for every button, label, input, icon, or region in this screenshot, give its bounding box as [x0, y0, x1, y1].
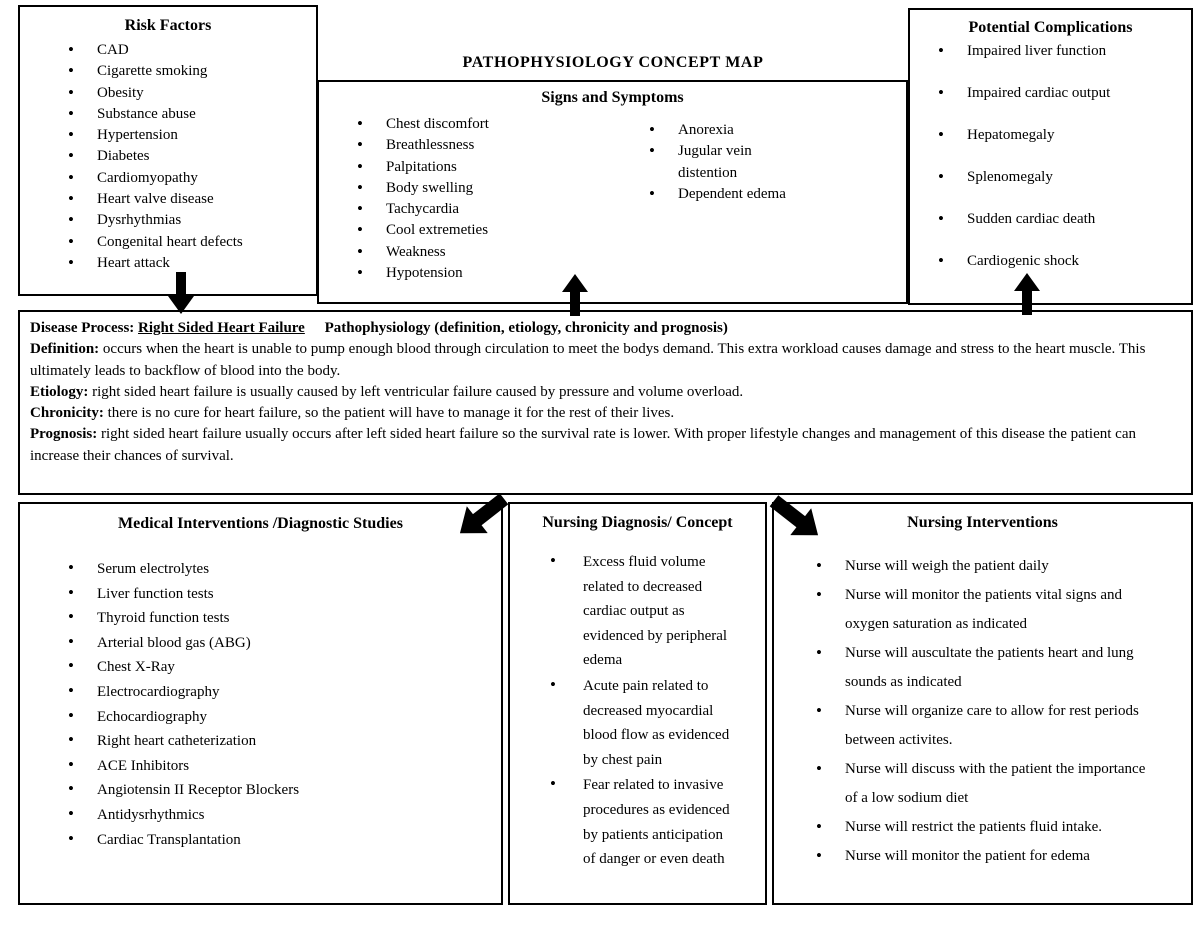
disease-section: Prognosis: right sided heart failure usu… [30, 426, 1136, 464]
arrow-down-icon [168, 272, 194, 314]
medical-interventions-box: Medical Interventions /Diagnostic Studie… [18, 502, 503, 905]
signs-symptoms-box: Signs and Symptoms Chest discomfortBreat… [317, 80, 908, 304]
list-item: Hypertension [66, 124, 316, 146]
nursing-diagnosis-list: Excess fluid volume related to decreased… [548, 549, 730, 872]
list-item: Antidysrhythmics [66, 802, 501, 828]
disease-process-label: Disease Process: [30, 320, 135, 336]
list-item: Echocardiography [66, 704, 501, 730]
list-item: Fear related to invasive procedures as e… [548, 772, 730, 871]
medical-interventions-list: Serum electrolytesLiver function testsTh… [66, 556, 501, 853]
list-item: Excess fluid volume related to decreased… [548, 549, 730, 673]
nursing-diagnosis-box: Nursing Diagnosis/ Concept Excess fluid … [508, 502, 767, 905]
list-item: Serum electrolytes [66, 556, 501, 582]
list-item: Nurse will restrict the patients fluid i… [814, 812, 1156, 842]
list-item: Heart attack [66, 252, 316, 274]
disease-section: Etiology: right sided heart failure is u… [30, 383, 744, 400]
signs-symptoms-list-right: AnorexiaJugular vein distentionDependent… [647, 119, 807, 205]
arrow-down-right-icon [763, 487, 828, 548]
potential-complications-list: Impaired liver functionImpaired cardiac … [936, 40, 1191, 272]
list-item: Cardiomyopathy [66, 167, 316, 189]
list-item: Nurse will auscultate the patients heart… [814, 638, 1156, 697]
risk-factors-box: Risk Factors CADCigarette smokingObesity… [18, 5, 318, 296]
list-item: Weakness [355, 241, 489, 263]
list-item: Nurse will discuss with the patient the … [814, 754, 1156, 813]
list-item: Acute pain related to decreased myocardi… [548, 673, 730, 772]
disease-process-title-line: Disease Process: Right Sided Heart Failu… [30, 318, 1181, 339]
list-item: Arterial blood gas (ABG) [66, 630, 501, 656]
list-item: Nurse will monitor the patient for edema [814, 841, 1156, 871]
potential-complications-box: Potential Complications Impaired liver f… [908, 8, 1193, 305]
list-item: Hepatomegaly [936, 124, 1191, 146]
nursing-diagnosis-heading: Nursing Diagnosis/ Concept [542, 514, 733, 531]
list-item: Liver function tests [66, 581, 501, 607]
list-item: Breathlessness [355, 134, 489, 156]
disease-name: Right Sided Heart Failure [138, 320, 305, 336]
list-item: Thyroid function tests [66, 605, 501, 631]
signs-symptoms-heading: Signs and Symptoms [541, 89, 684, 106]
list-item: Electrocardiography [66, 679, 501, 705]
list-item: Nurse will weigh the patient daily [814, 551, 1156, 581]
page-title: PATHOPHYSIOLOGY CONCEPT MAP [462, 54, 764, 71]
list-item: Nurse will monitor the patients vital si… [814, 580, 1156, 639]
list-item: Sudden cardiac death [936, 208, 1191, 230]
nursing-interventions-box: Nursing Interventions Nurse will weigh t… [772, 502, 1193, 905]
nursing-interventions-list: Nurse will weigh the patient dailyNurse … [814, 551, 1156, 871]
arrow-up-icon [562, 274, 588, 316]
pathophysiology-label: Pathophysiology (definition, etiology, c… [324, 320, 728, 336]
list-item: Cool extremeties [355, 219, 489, 241]
list-item: Dysrhythmias [66, 209, 316, 231]
disease-process-box: Disease Process: Right Sided Heart Failu… [18, 310, 1193, 495]
list-item: Heart valve disease [66, 188, 316, 210]
list-item: Cigarette smoking [66, 60, 316, 82]
list-item: Hypotension [355, 262, 489, 284]
list-item: Tachycardia [355, 198, 489, 220]
list-item: Impaired liver function [936, 40, 1191, 62]
list-item: Body swelling [355, 177, 489, 199]
list-item: Substance abuse [66, 103, 316, 125]
arrow-up-icon [1014, 273, 1040, 315]
list-item: Jugular vein distention [647, 140, 807, 184]
list-item: Nurse will organize care to allow for re… [814, 696, 1156, 755]
signs-symptoms-list-left: Chest discomfortBreathlessnessPalpitatio… [355, 113, 489, 284]
disease-section: Definition: occurs when the heart is una… [30, 341, 1146, 379]
list-item: Dependent edema [647, 183, 807, 205]
disease-process-sections: Definition: occurs when the heart is una… [30, 339, 1181, 467]
list-item: Right heart catheterization [66, 728, 501, 754]
list-item: Palpitations [355, 156, 489, 178]
list-item: Diabetes [66, 145, 316, 167]
list-item: Congenital heart defects [66, 231, 316, 253]
potential-complications-heading: Potential Complications [968, 19, 1133, 36]
risk-factors-heading: Risk Factors [124, 17, 212, 34]
medical-interventions-heading: Medical Interventions /Diagnostic Studie… [118, 515, 403, 532]
risk-factors-list: CADCigarette smokingObesitySubstance abu… [66, 39, 316, 274]
list-item: Cardiogenic shock [936, 250, 1191, 272]
list-item: Chest discomfort [355, 113, 489, 135]
list-item: Impaired cardiac output [936, 82, 1191, 104]
list-item: Splenomegaly [936, 166, 1191, 188]
nursing-interventions-heading: Nursing Interventions [907, 514, 1058, 531]
list-item: Anorexia [647, 119, 807, 141]
arrow-down-left-icon [449, 485, 514, 546]
list-item: Cardiac Transplantation [66, 827, 501, 853]
list-item: Angiotensin II Receptor Blockers [66, 777, 501, 803]
disease-section: Chronicity: there is no cure for heart f… [30, 405, 675, 422]
list-item: Chest X-Ray [66, 654, 501, 680]
list-item: CAD [66, 39, 316, 61]
list-item: Obesity [66, 82, 316, 104]
list-item: ACE Inhibitors [66, 753, 501, 779]
